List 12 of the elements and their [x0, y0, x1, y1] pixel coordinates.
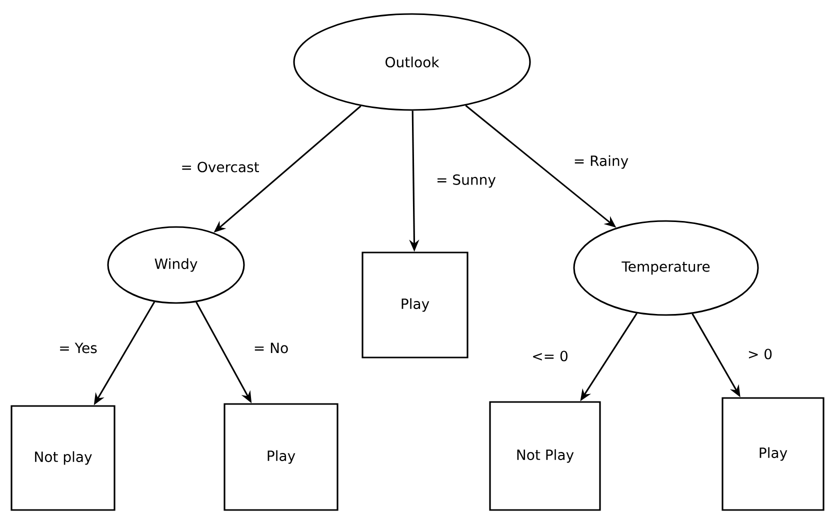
leaf-box: Play	[362, 252, 468, 358]
edge-label: = Sunny	[435, 173, 497, 189]
edge-label: <= 0	[530, 350, 570, 362]
edge-label: = Overcast	[180, 160, 260, 174]
edge-label: = No	[252, 342, 290, 354]
leaf-box: Not play	[10, 405, 116, 511]
leaf-box: Play	[722, 397, 824, 511]
edge-label: = Rainy	[572, 154, 630, 170]
edge-label: > 0	[746, 348, 774, 360]
leaf-box: Not Play	[489, 401, 601, 511]
leaf-box: Play	[224, 403, 338, 511]
edge-label: = Yes	[58, 342, 98, 354]
